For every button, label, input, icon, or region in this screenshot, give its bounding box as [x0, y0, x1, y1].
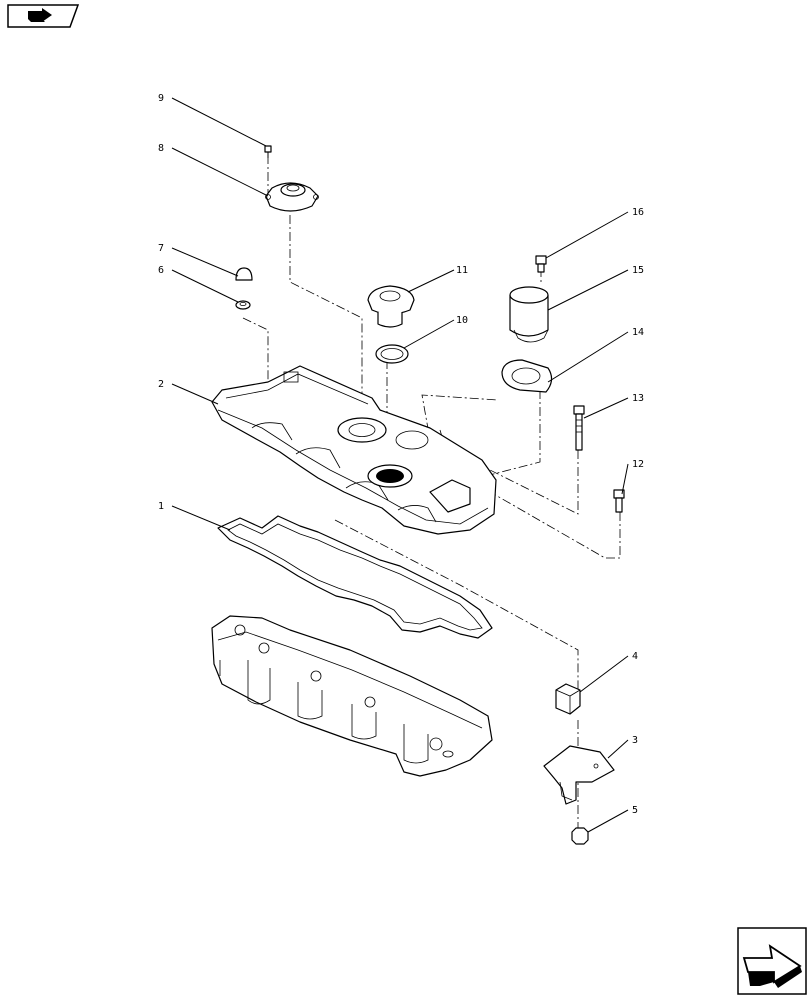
- callout-2: 2: [158, 379, 164, 390]
- callout-10: 10: [456, 315, 468, 326]
- callout-leaders: [171, 97, 629, 833]
- part-8-breather-cover: [265, 182, 319, 212]
- part-11-oil-filler-cap: [367, 285, 415, 328]
- part-cylinder-head: [211, 615, 493, 777]
- callout-12: 12: [632, 459, 644, 470]
- callout-3: 3: [632, 735, 638, 746]
- page-back-arrow-icon: [28, 8, 52, 22]
- callout-9: 9: [158, 93, 164, 104]
- callout-13: 13: [632, 393, 644, 404]
- part-3-bracket: [543, 745, 615, 805]
- next-page-arrow-icon: [742, 944, 802, 988]
- part-13-long-bolt: [573, 405, 585, 451]
- bottom-nav-button[interactable]: [737, 927, 807, 995]
- callout-14: 14: [632, 327, 644, 338]
- part-12-short-bolt: [613, 489, 625, 513]
- part-10-o-ring: [375, 344, 409, 364]
- part-2-valve-cover: [211, 365, 497, 535]
- top-nav-button[interactable]: [7, 4, 80, 28]
- callout-1: 1: [158, 501, 164, 512]
- part-5-nut: [571, 827, 589, 845]
- callout-5: 5: [632, 805, 638, 816]
- callout-4: 4: [632, 651, 638, 662]
- callout-7: 7: [158, 243, 164, 254]
- part-15-breather-housing: [509, 286, 549, 343]
- part-4-block: [555, 683, 581, 715]
- part-14-gasket: [501, 359, 553, 393]
- part-1-gasket: [217, 515, 493, 639]
- part-16-bolt: [535, 255, 547, 273]
- part-9-screw: [264, 145, 272, 158]
- callout-11: 11: [456, 265, 468, 276]
- callout-labels: 9 8 7 6 2 1 11 10 16 15 14 13 12 4 3 5: [158, 93, 644, 816]
- part-6-washer: [235, 300, 251, 310]
- callout-16: 16: [632, 207, 644, 218]
- callout-15: 15: [632, 265, 644, 276]
- part-7-cap-nut: [235, 267, 253, 281]
- callout-6: 6: [158, 265, 164, 276]
- callout-8: 8: [158, 143, 164, 154]
